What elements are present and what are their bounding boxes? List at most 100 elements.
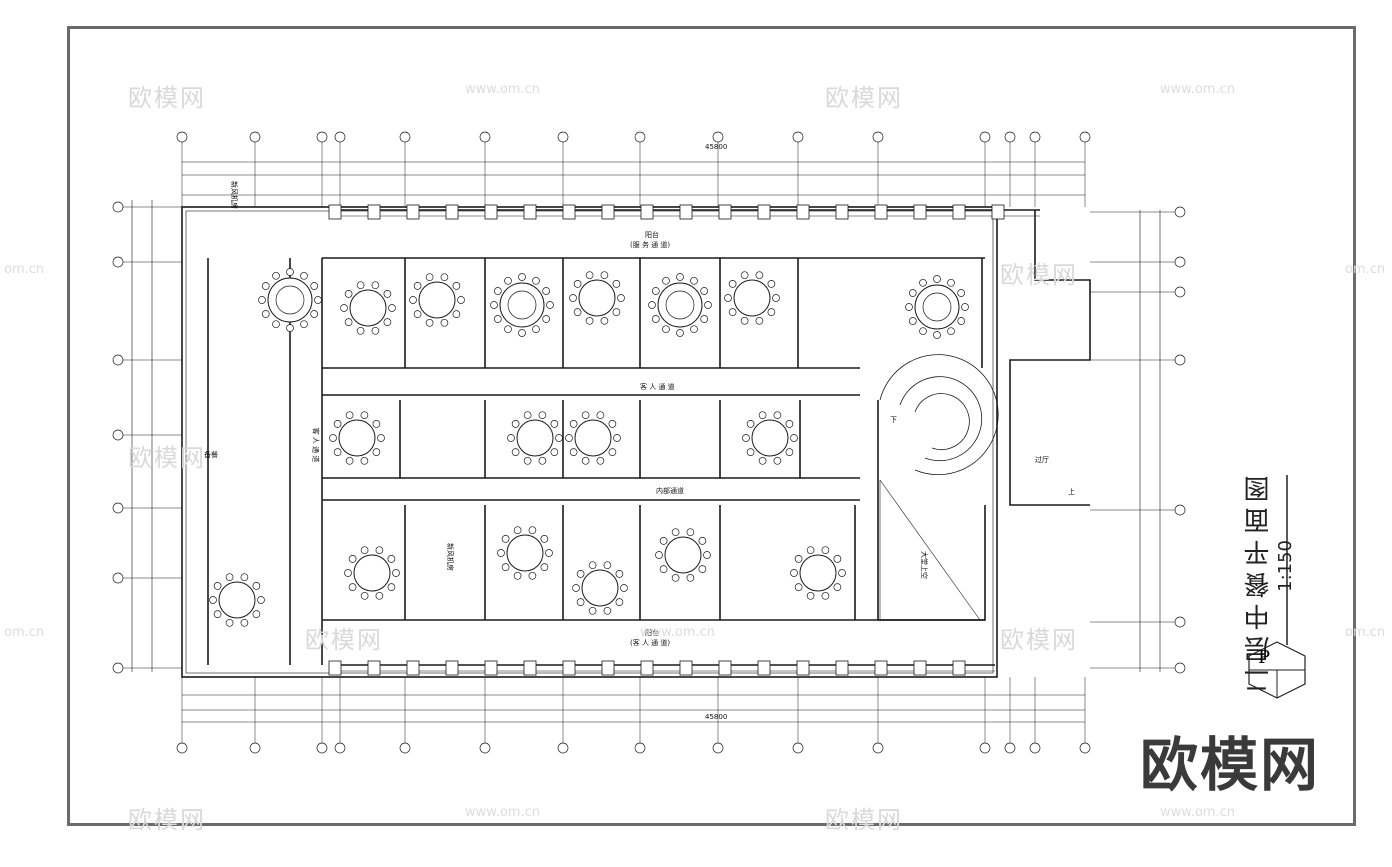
grid-bubble bbox=[112, 662, 124, 674]
chair bbox=[821, 591, 830, 600]
balcony-column bbox=[757, 204, 771, 220]
chair bbox=[314, 296, 322, 304]
balcony-column bbox=[835, 660, 849, 676]
chair bbox=[790, 569, 798, 577]
lazy-susan bbox=[507, 290, 537, 320]
chair bbox=[569, 294, 577, 302]
atrium-label: 大堂上空 bbox=[920, 551, 928, 579]
chair bbox=[257, 596, 265, 604]
chair bbox=[511, 420, 520, 428]
watermark-url: www.om.cn bbox=[465, 805, 540, 820]
watermark: 欧模网 bbox=[1000, 261, 1078, 289]
chair bbox=[703, 551, 711, 559]
chair bbox=[261, 310, 270, 318]
chair bbox=[767, 280, 776, 288]
round-table bbox=[490, 273, 554, 337]
balcony-bottom-label: 阳台 bbox=[645, 629, 659, 637]
balcony-column bbox=[523, 204, 537, 220]
dimension-lines bbox=[131, 161, 1161, 723]
chair bbox=[240, 618, 249, 627]
chair bbox=[452, 310, 461, 318]
table-top bbox=[733, 279, 771, 317]
grid-bubble bbox=[1174, 616, 1186, 628]
chair bbox=[773, 411, 782, 420]
chair bbox=[344, 318, 353, 326]
chair bbox=[662, 276, 670, 285]
chair bbox=[409, 296, 417, 304]
chair bbox=[507, 434, 515, 442]
balcony-column bbox=[445, 660, 459, 676]
grid-bubble bbox=[334, 742, 346, 754]
inner-wall bbox=[185, 210, 994, 674]
chair bbox=[728, 280, 737, 288]
chair bbox=[345, 456, 354, 465]
chair bbox=[651, 287, 660, 295]
chair bbox=[518, 273, 526, 281]
chair bbox=[612, 280, 621, 288]
chair bbox=[613, 434, 621, 442]
chair bbox=[806, 546, 815, 555]
grid-bubble bbox=[112, 354, 124, 366]
chair bbox=[608, 448, 617, 456]
watermark-url: www.om.cn bbox=[1160, 805, 1235, 820]
chair bbox=[785, 420, 794, 428]
chair bbox=[286, 324, 294, 332]
balcony-column bbox=[523, 660, 537, 676]
grid-bubble bbox=[792, 742, 804, 754]
table-top bbox=[574, 419, 612, 457]
chair bbox=[686, 528, 695, 537]
chair bbox=[371, 281, 380, 290]
grid-bubble bbox=[1174, 256, 1186, 268]
watermark-url: om.cn bbox=[4, 625, 45, 640]
balcony-column bbox=[601, 660, 615, 676]
watermark: 欧模网 bbox=[825, 84, 903, 112]
chair bbox=[545, 549, 553, 557]
chair bbox=[252, 582, 261, 590]
grid-bubble bbox=[479, 131, 491, 143]
chair bbox=[662, 325, 670, 334]
chair bbox=[300, 320, 308, 329]
chair bbox=[425, 273, 434, 282]
round-table bbox=[565, 411, 621, 465]
balcony-column bbox=[640, 660, 654, 676]
stair-down-label: 下 bbox=[890, 416, 897, 424]
chair bbox=[742, 434, 750, 442]
balcony-column bbox=[328, 660, 342, 676]
chair bbox=[724, 294, 732, 302]
chair bbox=[794, 583, 803, 591]
chair bbox=[794, 555, 803, 563]
table-top bbox=[751, 419, 789, 457]
chair bbox=[700, 315, 709, 323]
balcony-column bbox=[640, 204, 654, 220]
chair bbox=[704, 301, 712, 309]
balcony-column bbox=[796, 204, 810, 220]
table-top bbox=[664, 536, 702, 574]
chair bbox=[513, 526, 522, 535]
chair bbox=[261, 282, 270, 290]
balcony-top-sub-label: (服 务 通 道) bbox=[630, 241, 671, 249]
balcony-column bbox=[952, 660, 966, 676]
chair bbox=[213, 610, 222, 618]
balcony-column bbox=[718, 204, 732, 220]
table-top bbox=[499, 282, 545, 328]
chair bbox=[676, 273, 684, 281]
chair bbox=[596, 411, 605, 420]
round-table bbox=[724, 271, 780, 325]
chair bbox=[375, 591, 384, 600]
grid-bubble bbox=[557, 742, 569, 754]
round-table bbox=[648, 273, 712, 337]
chair bbox=[310, 282, 319, 290]
balcony-column bbox=[679, 204, 693, 220]
grid-bubble bbox=[1174, 504, 1186, 516]
grid-bubble bbox=[872, 131, 884, 143]
balcony-column bbox=[718, 660, 732, 676]
grid-bubble bbox=[112, 201, 124, 213]
grid-bubble bbox=[872, 742, 884, 754]
grid-bubble bbox=[1174, 206, 1186, 218]
chair bbox=[528, 526, 537, 535]
balcony-column bbox=[562, 204, 576, 220]
chair bbox=[542, 287, 551, 295]
grid-bubble bbox=[176, 742, 188, 754]
